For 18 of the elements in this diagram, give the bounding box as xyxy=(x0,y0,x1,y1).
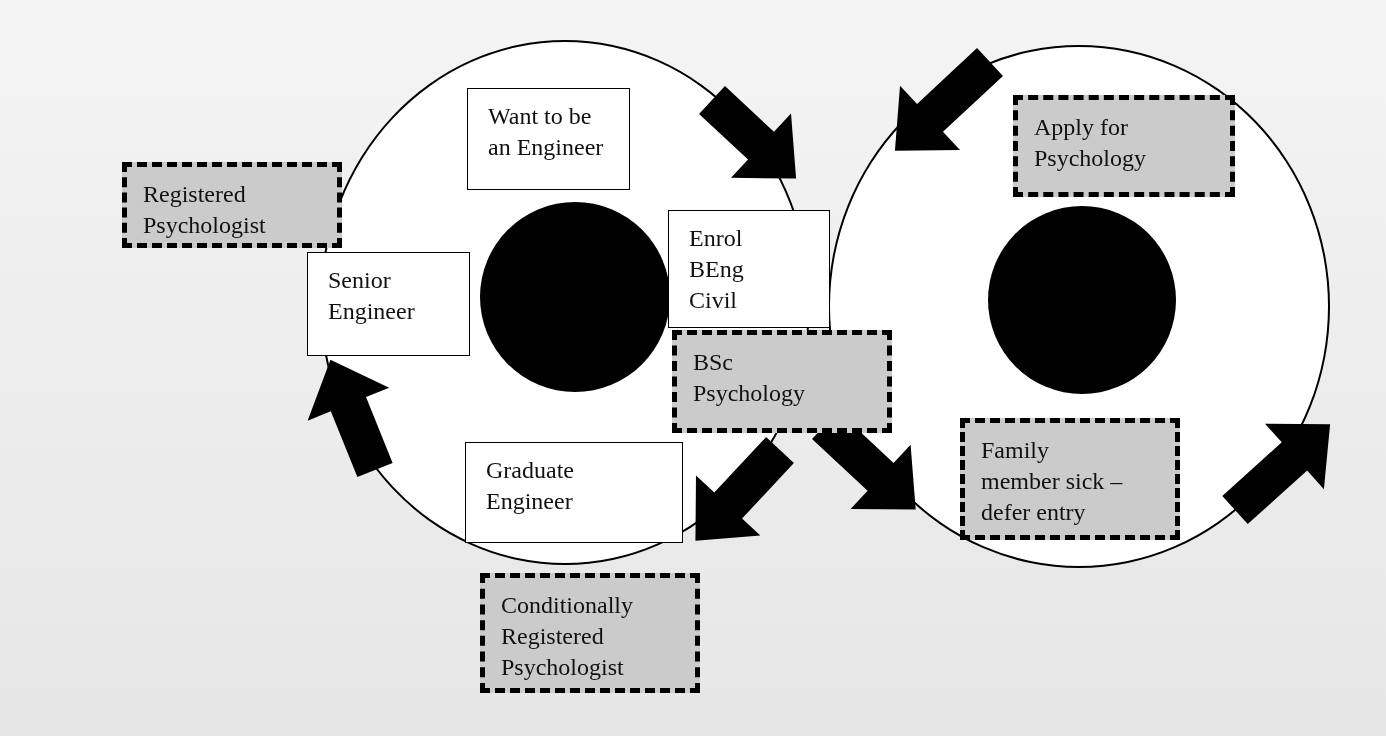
box-label: Enrol BEng Civil xyxy=(689,224,745,316)
box-label: Family member sick – defer entry xyxy=(981,436,1124,528)
box-label: Apply for Psychology xyxy=(1034,113,1147,174)
box-label: Graduate Engineer xyxy=(486,456,575,517)
step-box xyxy=(668,210,830,328)
dashed-step-box xyxy=(960,418,1180,540)
step-box xyxy=(307,252,470,356)
box-label: Conditionally Registered Psychologist xyxy=(501,591,634,683)
box-label: Senior Engineer xyxy=(328,266,416,327)
dashed-step-box xyxy=(1013,95,1235,197)
dashed-step-box xyxy=(672,330,892,433)
dashed-step-box xyxy=(480,573,700,693)
dashed-step-box xyxy=(122,162,342,248)
step-box xyxy=(465,442,683,543)
step-box xyxy=(467,88,630,190)
box-label: BSc Psychology xyxy=(693,348,806,409)
box-label: Want to be an Engineer xyxy=(488,102,605,163)
box-label: Registered Psychologist xyxy=(143,180,267,241)
